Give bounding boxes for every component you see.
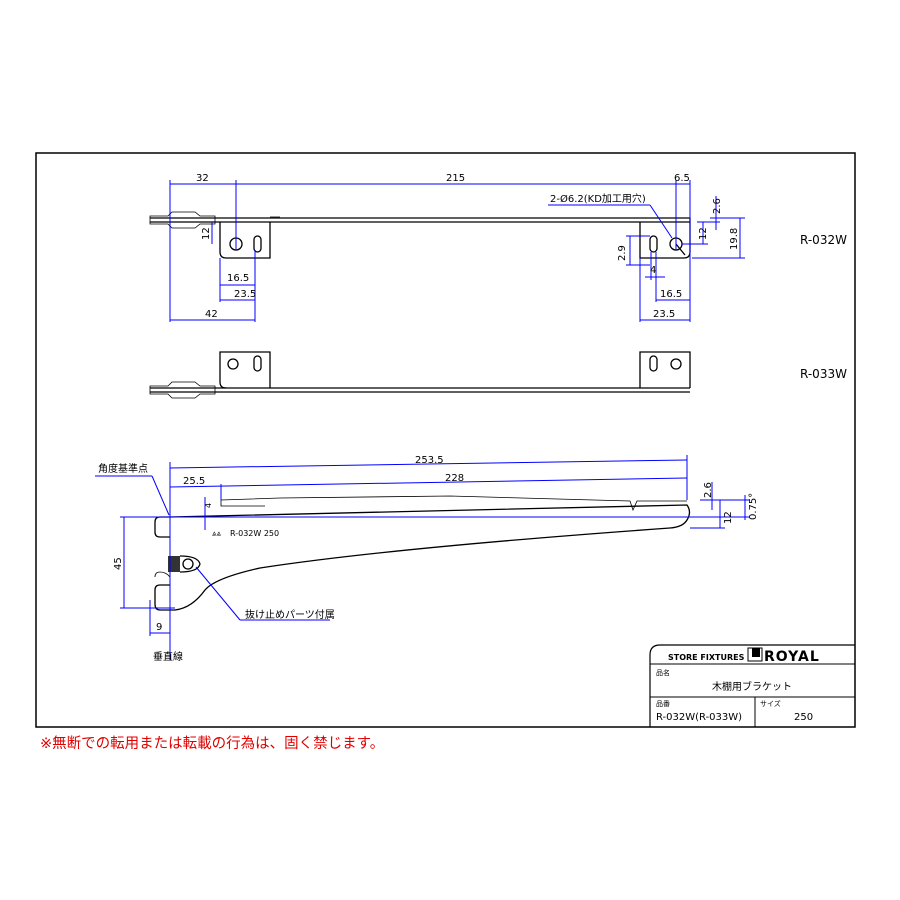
product-code-value: R-032W(R-033W) [656, 712, 742, 723]
dim-23-5-left: 23.5 [234, 289, 256, 300]
dim-16-5-right: 16.5 [660, 289, 682, 300]
dim-side-12: 12 [723, 511, 734, 524]
engraving: R-032W 250 [230, 529, 279, 538]
top-dimensions [169, 180, 745, 322]
side-dimensions [95, 455, 750, 660]
dim-12-right: 12 [698, 227, 709, 240]
dim-45: 45 [113, 557, 124, 570]
dim-9: 9 [156, 622, 162, 633]
side-view: ⩓⩓ R-032W 250 [154, 495, 691, 611]
connector-left [149, 211, 216, 229]
dim-angle: 0.75° [748, 493, 759, 520]
dim-6-5: 6.5 [674, 173, 690, 184]
drawing-frame [35, 152, 856, 728]
dim-12-left: 12 [201, 227, 212, 240]
angle-reference-label: 角度基準点 [98, 462, 148, 475]
left-plate [219, 222, 271, 259]
label-r033w: R-033W [800, 367, 847, 381]
logo-mark: ⩓⩓ [212, 529, 222, 538]
top-view-r032w [149, 211, 691, 259]
label-r032w: R-032W [800, 233, 847, 247]
brand-logo: ROYAL [764, 649, 820, 665]
front-view-r033w [149, 351, 691, 399]
dim-215: 215 [446, 173, 465, 184]
dim-253-5: 253.5 [415, 455, 444, 466]
dim-25-5: 25.5 [183, 476, 205, 487]
size-label: サイズ [760, 699, 781, 708]
title-block [649, 644, 855, 727]
dim-side-4: 4 [204, 503, 213, 508]
hole-note: 2-Ø6.2(KD加工用穴) [550, 192, 646, 205]
vertical-line-label: 垂直線 [153, 650, 183, 663]
dim-23-5-right: 23.5 [653, 309, 675, 320]
stopper-part [168, 556, 180, 572]
dim-19-8: 19.8 [729, 228, 740, 250]
product-name-label: 品名 [656, 668, 670, 677]
dim-228: 228 [445, 473, 464, 484]
copyright-notice: ※無断での転用または転載の行為は、固く禁じます。 [40, 736, 385, 752]
product-code-label: 品番 [656, 700, 670, 708]
dim-2-6: 2.6 [712, 198, 723, 214]
dim-42: 42 [205, 309, 218, 320]
product-name-value: 木棚用ブラケット [712, 680, 792, 693]
stopper-label: 抜け止めパーツ付属 [245, 608, 335, 621]
dim-2-9: 2.9 [617, 245, 628, 261]
dim-32: 32 [196, 173, 209, 184]
size-value: 250 [794, 712, 813, 723]
dim-4: 4 [650, 265, 656, 276]
dim-16-5-left: 16.5 [227, 273, 249, 284]
dim-side-2-6: 2.6 [703, 482, 714, 498]
store-fixtures-label: STORE FIXTURES [668, 653, 745, 662]
